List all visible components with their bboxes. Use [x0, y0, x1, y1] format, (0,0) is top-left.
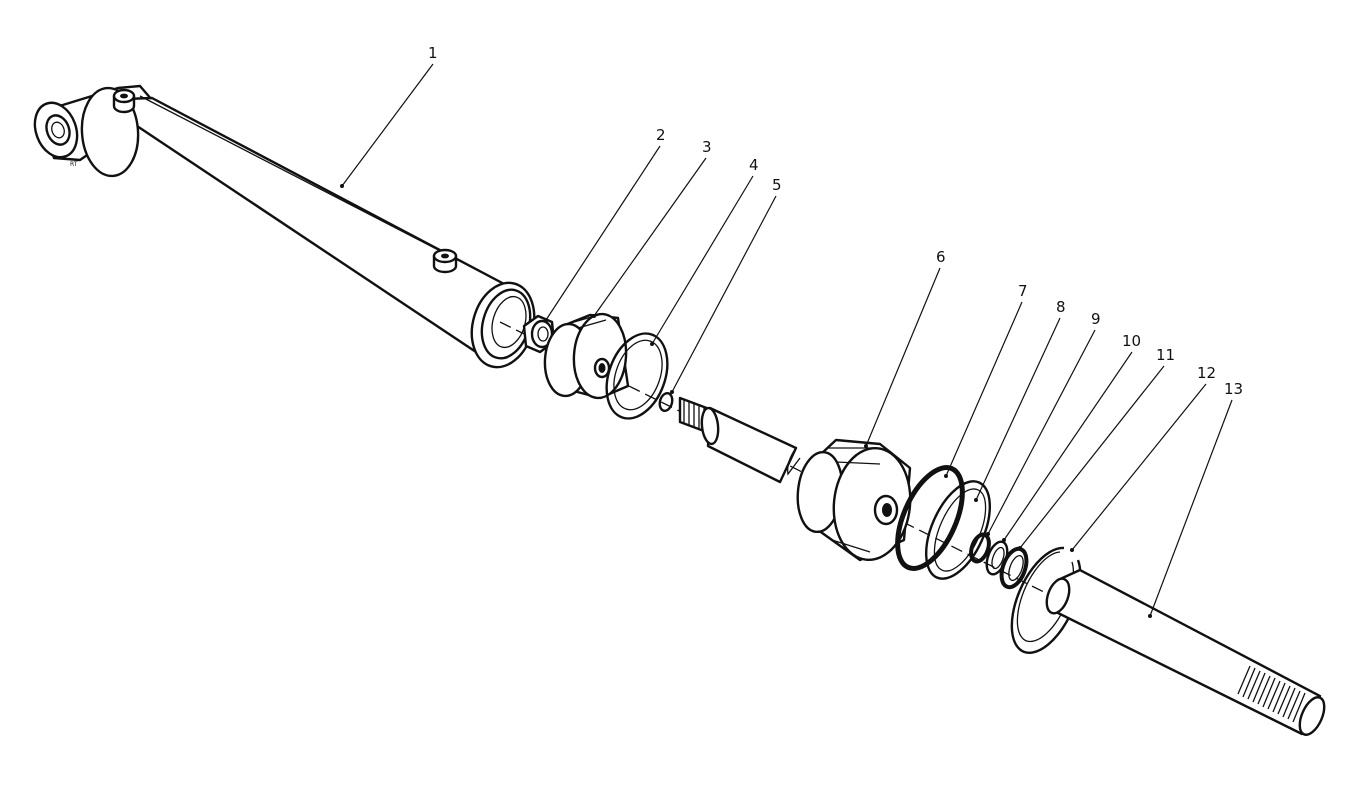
callout-3: 3 [702, 138, 712, 156]
leader-7 [945, 301, 1023, 477]
barrel-port-top [112, 88, 136, 114]
callout-9: 9 [1091, 310, 1101, 328]
barrel-mark: RT [70, 161, 78, 168]
leader-6 [865, 267, 941, 447]
piston [543, 312, 630, 400]
barrel-port-middle [432, 248, 458, 274]
leader-11 [1019, 365, 1165, 549]
leader-3 [593, 157, 707, 317]
leader-12 [1071, 383, 1207, 551]
callout-4: 4 [749, 156, 759, 174]
callout-7: 7 [1018, 282, 1028, 300]
callout-labels: 1 2 3 4 5 6 7 8 9 10 11 12 13 [428, 44, 1243, 398]
callout-11: 11 [1156, 346, 1175, 364]
piston-seal-ring [605, 332, 669, 420]
callout-1: 1 [428, 44, 438, 62]
leader-8 [975, 317, 1061, 501]
cylinder-gland [796, 438, 912, 562]
gland-seal-ring [895, 465, 965, 571]
cylinder-barrel: RT [33, 84, 536, 369]
callout-10: 10 [1122, 332, 1141, 350]
leader-13 [1149, 399, 1233, 617]
callout-5: 5 [772, 176, 782, 194]
callout-2: 2 [656, 126, 666, 144]
leader-dots [340, 184, 1152, 618]
o-ring-small [658, 391, 674, 413]
callout-13: 13 [1224, 380, 1243, 398]
callout-6: 6 [936, 248, 946, 266]
callout-12: 12 [1197, 364, 1216, 382]
leader-10 [1003, 351, 1133, 541]
piston-rod-end [678, 396, 801, 484]
leader-1 [341, 63, 434, 187]
callout-8: 8 [1056, 298, 1066, 316]
leader-4 [651, 175, 754, 345]
rod-threads [1237, 665, 1306, 723]
leader-lines [341, 63, 1233, 617]
piston-rod [1045, 568, 1326, 736]
piston-nut [522, 314, 556, 354]
leader-9 [987, 329, 1096, 535]
leader-5 [671, 195, 777, 393]
leader-2 [545, 145, 661, 321]
rod-o-ring [969, 532, 991, 564]
